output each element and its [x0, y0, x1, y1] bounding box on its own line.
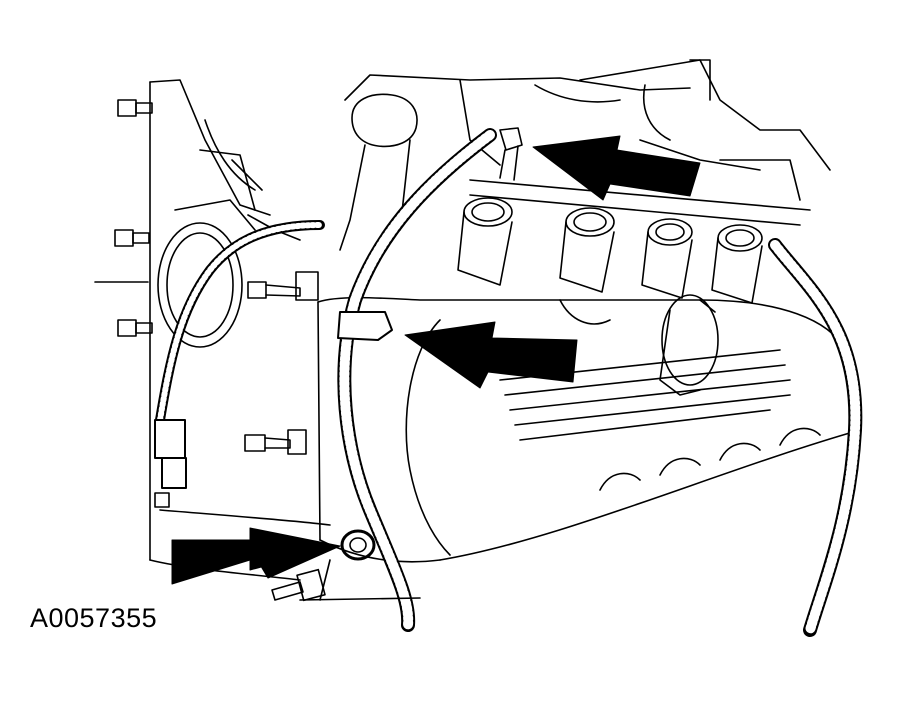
- bolt-icon: [117, 99, 153, 117]
- valve-cover: [317, 294, 861, 563]
- sensor-fitting: [499, 127, 523, 181]
- arrow-to-nut-right: [249, 545, 341, 579]
- bolt-icon: [244, 429, 307, 455]
- arrow-to-sensor: [532, 135, 701, 201]
- ignition-coils: [457, 197, 763, 304]
- bolt-icon: [117, 319, 153, 337]
- wiring-harnesses: [154, 128, 863, 637]
- nut-icon: [340, 529, 376, 561]
- upper-components: [339, 59, 831, 251]
- engine-block-lower: [159, 509, 421, 601]
- mounting-bolts: [244, 271, 376, 602]
- ignition-coil: [711, 224, 763, 304]
- indicator-arrows: [171, 135, 701, 585]
- oil-filler-cap: [659, 294, 719, 396]
- bolt-icon: [154, 492, 170, 508]
- harness-connector: [154, 419, 187, 489]
- ignition-coil: [559, 207, 615, 293]
- bolt-icon: [271, 568, 326, 602]
- ignition-coil: [641, 218, 693, 299]
- cover-bolts: [114, 99, 170, 508]
- arrow-to-harness-clip: [404, 321, 578, 389]
- bolt-icon: [114, 229, 150, 247]
- harness-clip: [337, 311, 393, 341]
- timing-cover: [94, 79, 301, 581]
- ignition-coil: [457, 197, 513, 286]
- figure-code: A0057355: [30, 603, 158, 633]
- bolt-icon: [247, 271, 319, 301]
